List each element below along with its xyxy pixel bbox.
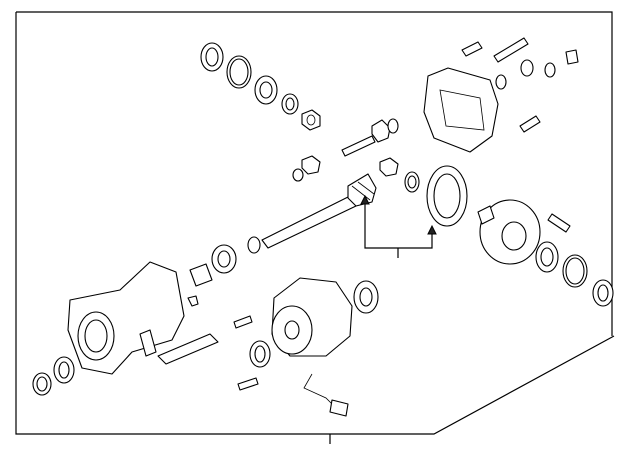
bolt (565, 49, 579, 65)
nut (301, 155, 321, 175)
seal-ring (200, 42, 224, 72)
washer (387, 118, 399, 134)
bolt (187, 295, 199, 307)
nut (371, 119, 391, 143)
bolt (233, 315, 253, 329)
washer (281, 93, 299, 115)
pinion-shaft (261, 173, 377, 249)
washer (247, 236, 261, 254)
washer (404, 171, 420, 193)
bearing (53, 356, 75, 384)
nut (379, 157, 399, 177)
o-ring (562, 254, 588, 288)
side-bearing-retainer (271, 277, 353, 357)
seal-ring (189, 263, 213, 287)
nut (301, 109, 321, 131)
bolt (493, 37, 529, 63)
washer (292, 168, 304, 182)
washer (495, 74, 507, 90)
bolt (237, 377, 259, 391)
o-ring (226, 55, 252, 89)
bearing (211, 244, 237, 274)
carrier-housing (67, 261, 185, 375)
ring-gear (426, 165, 468, 227)
bracket (157, 333, 219, 365)
bolt (461, 41, 483, 57)
nut (520, 59, 534, 77)
washer (544, 62, 556, 78)
bolt (547, 213, 571, 233)
differential-case (477, 199, 541, 265)
rear-cover (423, 67, 499, 153)
seal-ring (592, 279, 614, 307)
sensor-harness (303, 373, 349, 417)
bearing (254, 75, 278, 105)
callout-bracket (360, 194, 437, 258)
bolt (519, 115, 541, 133)
bearing (535, 241, 559, 273)
seal-ring (249, 340, 271, 368)
diagram-frame (15, 11, 615, 444)
seal-ring (32, 372, 52, 396)
pinion-shaft (341, 135, 376, 157)
bearing (353, 280, 379, 314)
